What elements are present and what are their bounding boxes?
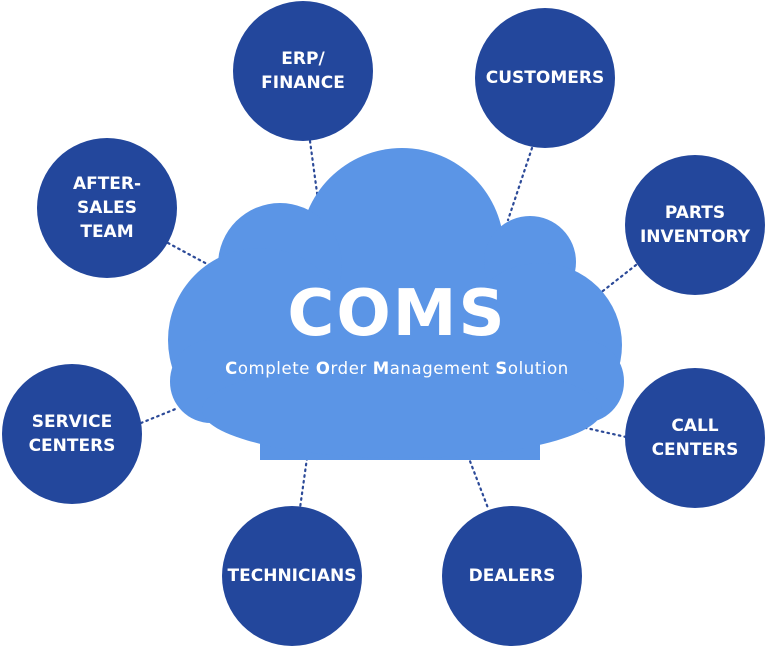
node-parts-inventory: PARTS INVENTORY bbox=[625, 155, 765, 295]
connector-erp bbox=[308, 139, 320, 202]
node-label: CUSTOMERS bbox=[485, 68, 605, 88]
node-label: AFTER-SALES TEAM bbox=[72, 174, 142, 242]
node-label: CALL CENTERS bbox=[651, 416, 739, 460]
subtitle-initial: M bbox=[372, 359, 390, 378]
cloud-body bbox=[168, 148, 624, 460]
hub-title: COMS bbox=[287, 277, 507, 351]
hub-subtitle: Complete Order Management Solution bbox=[170, 358, 624, 380]
node-call-centers: CALL CENTERS bbox=[625, 368, 765, 508]
node-customers: CUSTOMERS bbox=[475, 8, 615, 148]
connector-call-centers bbox=[584, 426, 628, 439]
node-label: PARTS INVENTORY bbox=[639, 203, 751, 247]
connector-technicians bbox=[298, 456, 309, 510]
subtitle-initial: S bbox=[495, 359, 508, 378]
node-erp-finance: ERP/ FINANCE bbox=[233, 1, 373, 141]
connector-customers bbox=[506, 146, 534, 222]
subtitle-initial: C bbox=[225, 359, 238, 378]
node-label: DEALERS bbox=[468, 566, 556, 586]
connector-dealers bbox=[466, 454, 490, 510]
node-service-centers: SERVICE CENTERS bbox=[2, 364, 142, 504]
connector-service-centers bbox=[139, 406, 180, 425]
subtitle-initial: O bbox=[315, 359, 331, 378]
subtitle-text: rder bbox=[330, 359, 373, 378]
subtitle-text: omplete bbox=[237, 359, 316, 378]
node-after-sales-team: AFTER-SALES TEAM bbox=[37, 138, 177, 278]
node-label: ERP/ FINANCE bbox=[261, 49, 345, 93]
subtitle-text: olution bbox=[507, 359, 569, 378]
node-label: SERVICE CENTERS bbox=[28, 412, 116, 456]
node-dealers: DEALERS bbox=[442, 506, 582, 646]
connector-after-sales bbox=[166, 241, 224, 274]
subtitle-text: anagement bbox=[389, 359, 496, 378]
node-label: TECHNICIANS bbox=[227, 566, 357, 586]
node-technicians: TECHNICIANS bbox=[222, 506, 362, 646]
